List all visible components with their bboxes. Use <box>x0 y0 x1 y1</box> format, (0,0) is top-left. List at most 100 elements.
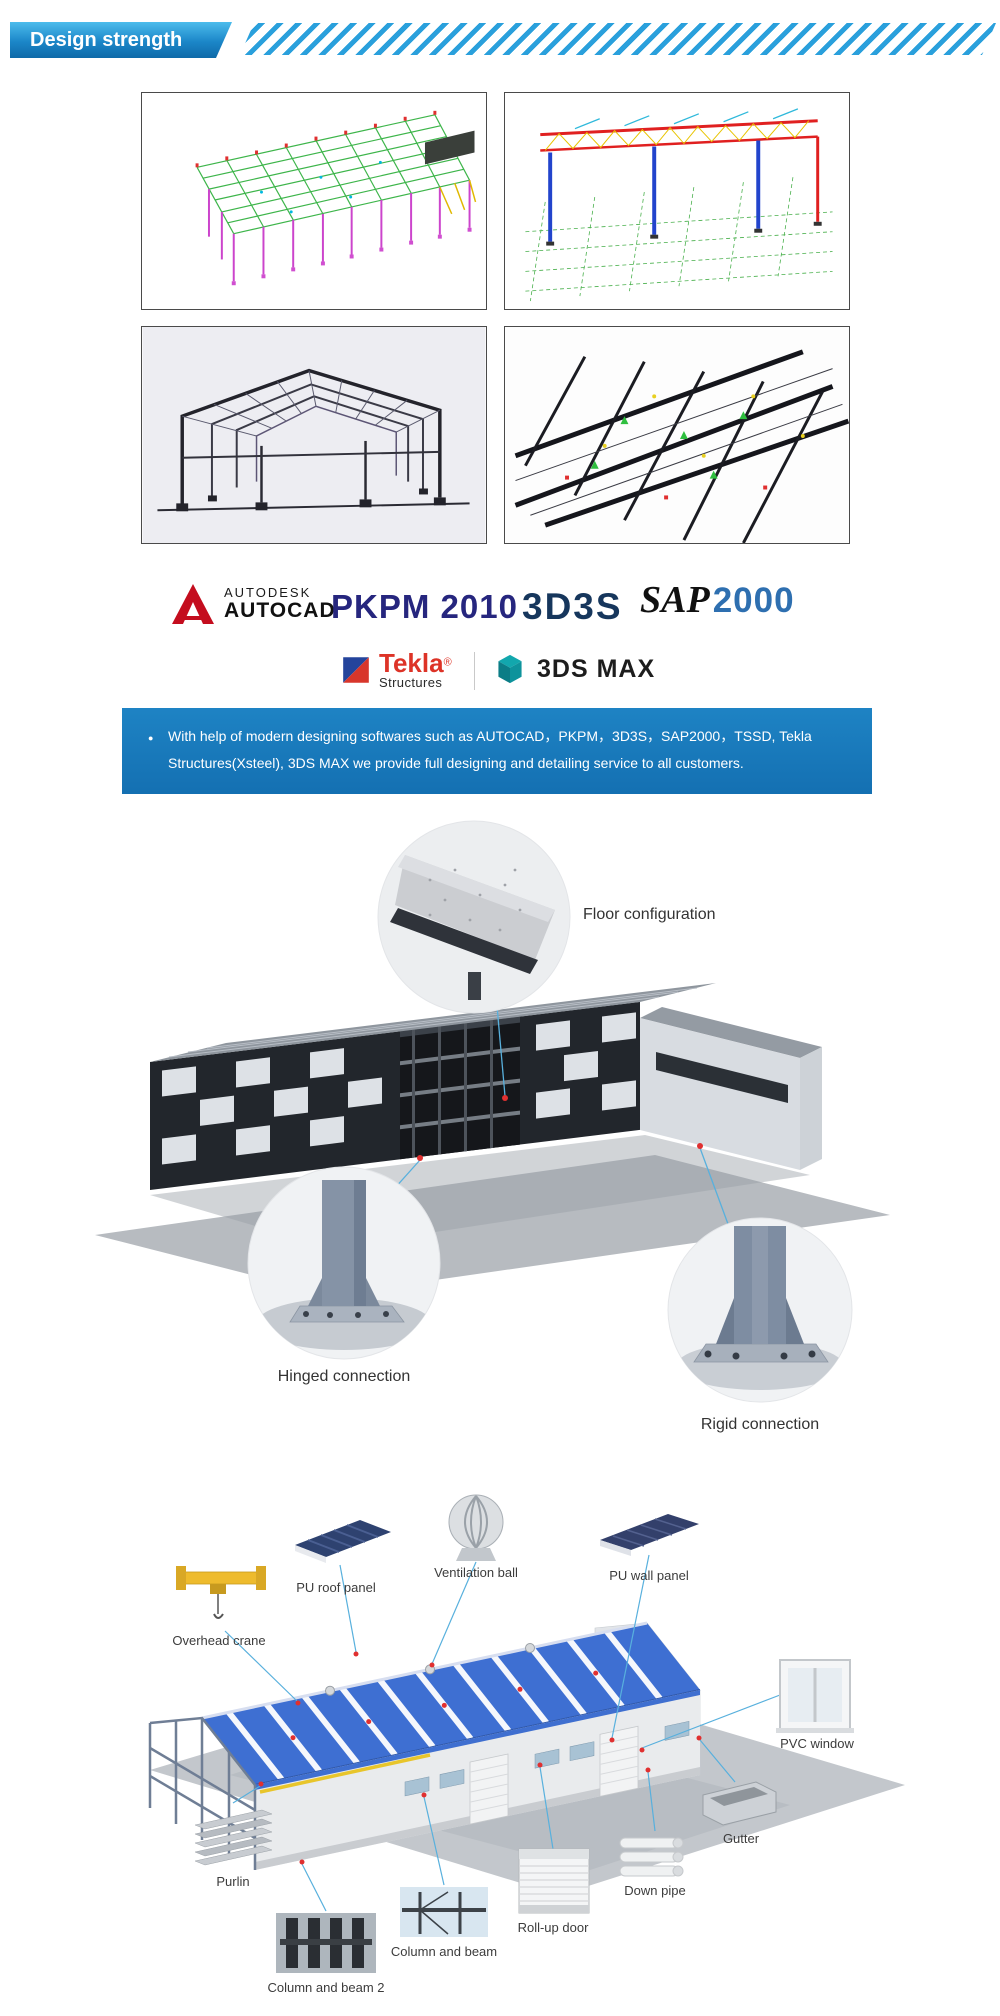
purlin-label: Purlin <box>216 1874 250 1889</box>
pkpm-logo-text: PKPM 2010 <box>331 588 518 625</box>
ridge-cap <box>201 1621 648 1720</box>
3dsmax-name-text: 3DS MAX <box>537 654 656 683</box>
exposed-frame-section <box>400 1016 520 1160</box>
cross-beams <box>524 356 824 543</box>
wing-roof <box>640 1007 822 1058</box>
floor-configuration-callout <box>377 820 571 1014</box>
wall-panels <box>162 1012 636 1165</box>
sap2000-logo-block: SAP 2000 <box>640 578 795 622</box>
cad-screenshot-2 <box>504 92 850 310</box>
purlins <box>182 370 441 437</box>
ventilation-ball-icon <box>448 1494 504 1561</box>
pu-wall-panel-label: PU wall panel <box>609 1568 689 1583</box>
column-and-beam-2-label: Column and beam 2 <box>267 1980 385 1995</box>
main-facade <box>150 1001 640 1190</box>
gutter-label: Gutter <box>722 1831 760 1846</box>
column-and-beam-2-icon <box>276 1913 376 1973</box>
pu-wall-panel-icon <box>600 1514 699 1556</box>
roll-up-door-icon <box>518 1848 590 1914</box>
logo-divider <box>474 652 475 690</box>
section-title-badge: Design strength <box>10 22 232 58</box>
hinged-connection-label: Hinged connection <box>277 1368 411 1385</box>
right-wing <box>640 1007 822 1170</box>
autocad-product-text: AUTOCAD <box>224 598 336 622</box>
column-and-beam-icon <box>400 1887 488 1937</box>
yellow-braces <box>439 179 477 215</box>
magenta-columns <box>207 180 471 282</box>
pvc-window-label: PVC window <box>780 1736 854 1751</box>
rigid-connection-label: Rigid connection <box>700 1416 820 1433</box>
footings <box>176 488 446 512</box>
ground-line <box>157 502 470 512</box>
autocad-logo-block: AUTODESK AUTOCAD <box>170 582 336 626</box>
down-pipe-icon <box>619 1837 684 1877</box>
banner-bullet-icon: ● <box>148 733 154 743</box>
tekla-logo-block: Tekla® Structures <box>340 650 452 689</box>
pu-roof-panel-icon <box>295 1520 391 1563</box>
column-bases <box>546 221 822 246</box>
green-markers <box>590 411 748 479</box>
tekla-registered-mark: ® <box>443 656 452 669</box>
anchor-bolts <box>303 1311 389 1318</box>
dark-truss-area <box>424 130 475 165</box>
column-and-beam-label: Column and beam <box>390 1944 498 1959</box>
header-stripes-decoration <box>240 23 996 55</box>
cyan-joists <box>574 108 799 130</box>
autodesk-brand-text: AUTODESK <box>224 585 312 601</box>
yellow-dots <box>602 394 805 458</box>
autocad-a-icon <box>172 584 214 624</box>
wing-end-wall <box>800 1047 822 1170</box>
info-banner: ● With help of modern designing software… <box>122 708 872 794</box>
wing-window-band <box>656 1052 788 1103</box>
yellow-truss-web <box>544 120 810 151</box>
leader-lines <box>224 1554 781 1912</box>
anchor-bolts <box>704 1350 816 1360</box>
tekla-name-text: Tekla <box>379 648 444 678</box>
floor-grid <box>525 177 833 302</box>
wing-facade <box>640 1018 800 1170</box>
crane-girder-yellow <box>259 1753 431 1794</box>
pu-roof-panel-label: PU roof panel <box>296 1580 376 1595</box>
section-title: Design strength <box>30 29 183 51</box>
crane-beam-line <box>182 450 440 459</box>
tekla-flag-icon <box>343 656 369 683</box>
roof-marker-dots <box>290 1670 599 1741</box>
leader-end-dots <box>258 1651 702 1865</box>
sap-number-text: 2000 <box>712 581 795 620</box>
hinged-connection-callout <box>247 1166 441 1360</box>
wireframe-roof-grid <box>196 114 471 235</box>
tekla-sub-text: Structures <box>379 675 443 690</box>
cad-screenshot-1 <box>141 92 487 310</box>
roll-up-door-label: Roll-up door <box>517 1920 589 1935</box>
ventilation-ball-label: Ventilation ball <box>434 1565 518 1580</box>
cyan-nodes <box>260 160 382 214</box>
building-callouts-illustration <box>95 820 890 1403</box>
overhead-crane-label: Overhead crane <box>172 1633 266 1648</box>
connection-dots <box>417 1095 703 1161</box>
3d3s-logo-text: 3D3S <box>522 586 623 627</box>
components-diagram-illustration <box>148 1494 905 1973</box>
pvc-window-icon <box>776 1659 854 1733</box>
3dsmax-logo-block: 3DS MAX <box>492 651 655 687</box>
concrete-speckles <box>428 868 522 932</box>
max-cube-icon <box>498 654 522 684</box>
cad-screenshot-4 <box>504 326 850 544</box>
banner-text: With help of modern designing softwares … <box>168 728 812 771</box>
roof-seams <box>168 987 698 1058</box>
wall-doors <box>469 1725 639 1825</box>
blue-columns <box>548 140 761 242</box>
down-pipe-label: Down pipe <box>624 1883 686 1898</box>
overhead-crane-icon <box>176 1566 266 1619</box>
footings <box>231 227 472 286</box>
cad-screenshot-3 <box>141 326 487 544</box>
red-dots <box>565 475 768 500</box>
secondary-lines <box>515 368 843 516</box>
red-markers <box>195 110 437 168</box>
eave-edge <box>254 1689 701 1786</box>
blue-roof <box>202 1623 700 1785</box>
gutter-icon <box>702 1781 777 1826</box>
sap-prefix-text: SAP <box>640 579 710 621</box>
purlin-icon <box>194 1809 273 1866</box>
rigid-connection-callout <box>667 1217 853 1403</box>
